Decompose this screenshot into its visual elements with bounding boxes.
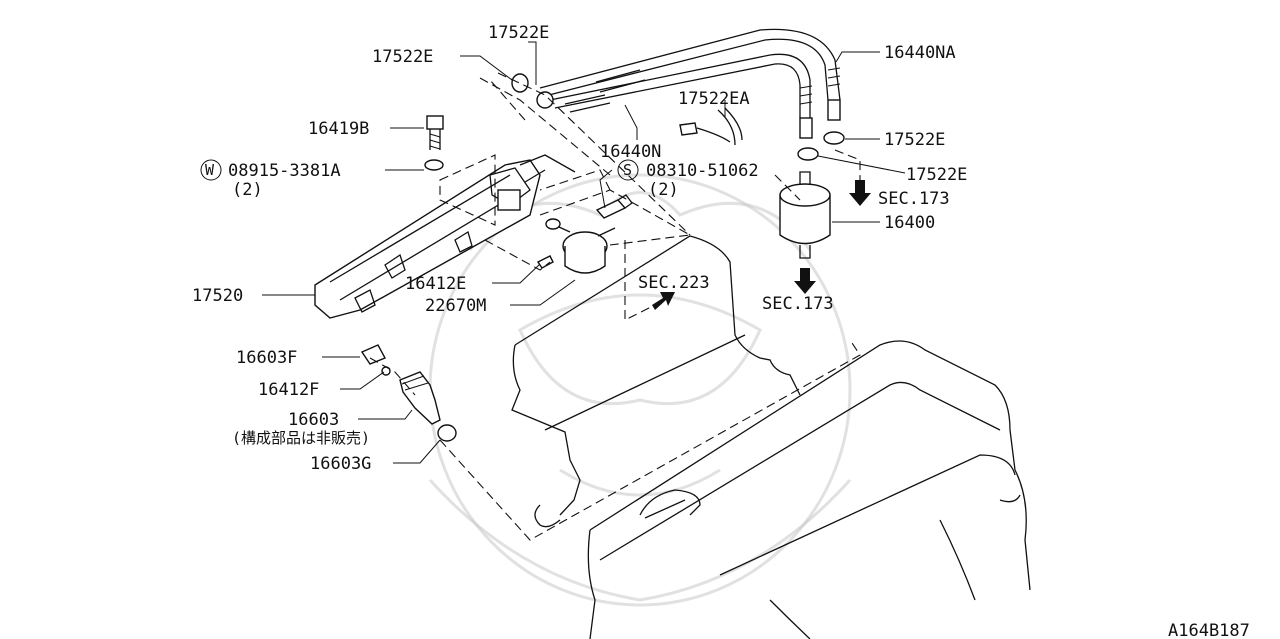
label-17522E-left: 17522E	[372, 47, 433, 67]
label-16400: 16400	[884, 213, 935, 233]
label-not-sold-note: (構成部品は非販売)	[232, 429, 370, 447]
clip-17522EA	[679, 107, 743, 146]
w-marker-icon	[200, 159, 222, 181]
label-17522EA: 17522EA	[678, 89, 750, 109]
hose-clips	[511, 73, 845, 161]
washer-08915	[424, 159, 444, 171]
label-sec223: SEC.223	[638, 273, 710, 293]
label-08915-qty: (2)	[232, 180, 263, 200]
label-17522E-top: 17522E	[488, 23, 549, 43]
label-08310-51062: 08310-51062	[646, 161, 759, 181]
seal-16603G	[437, 424, 457, 442]
w-marker-letter: W	[205, 161, 215, 179]
label-16603G: 16603G	[310, 454, 371, 474]
label-16603: 16603	[288, 410, 339, 430]
label-16440NA: 16440NA	[884, 43, 956, 63]
fuel-rail-17520	[314, 154, 576, 319]
s-marker-letter: S	[623, 161, 632, 179]
s-marker-icon	[617, 159, 639, 181]
label-16419B: 16419B	[308, 119, 369, 139]
label-22670M: 22670M	[425, 296, 486, 316]
label-16603F: 16603F	[236, 348, 297, 368]
bolt-08310	[595, 194, 633, 219]
label-17520: 17520	[192, 286, 243, 306]
seal-16603F	[360, 344, 386, 365]
label-08310-qty: (2)	[648, 180, 679, 200]
label-16412F: 16412F	[258, 380, 319, 400]
sec-arrows	[652, 180, 871, 310]
fuel-filter-16400	[779, 171, 831, 259]
label-16440N: 16440N	[600, 142, 661, 162]
label-sec173-lower: SEC.173	[762, 294, 834, 314]
label-16412E: 16412E	[405, 274, 466, 294]
label-17522E-right-2: 17522E	[906, 165, 967, 185]
pressure-regulator-22670M	[545, 218, 616, 274]
fuel-hoses	[539, 28, 841, 139]
leader-lines	[262, 41, 906, 464]
injector-16603	[399, 371, 441, 425]
label-08915-3381A: 08915-3381A	[228, 161, 341, 181]
bolt-16419B	[426, 115, 444, 150]
diagram-code: A164B187	[1168, 621, 1250, 639]
label-17522E-right-1: 17522E	[884, 130, 945, 150]
label-sec173-upper: SEC.173	[878, 189, 950, 209]
engine-block	[511, 235, 1031, 639]
dashed-guide-lines	[369, 72, 861, 541]
oring-16412E	[536, 255, 554, 269]
